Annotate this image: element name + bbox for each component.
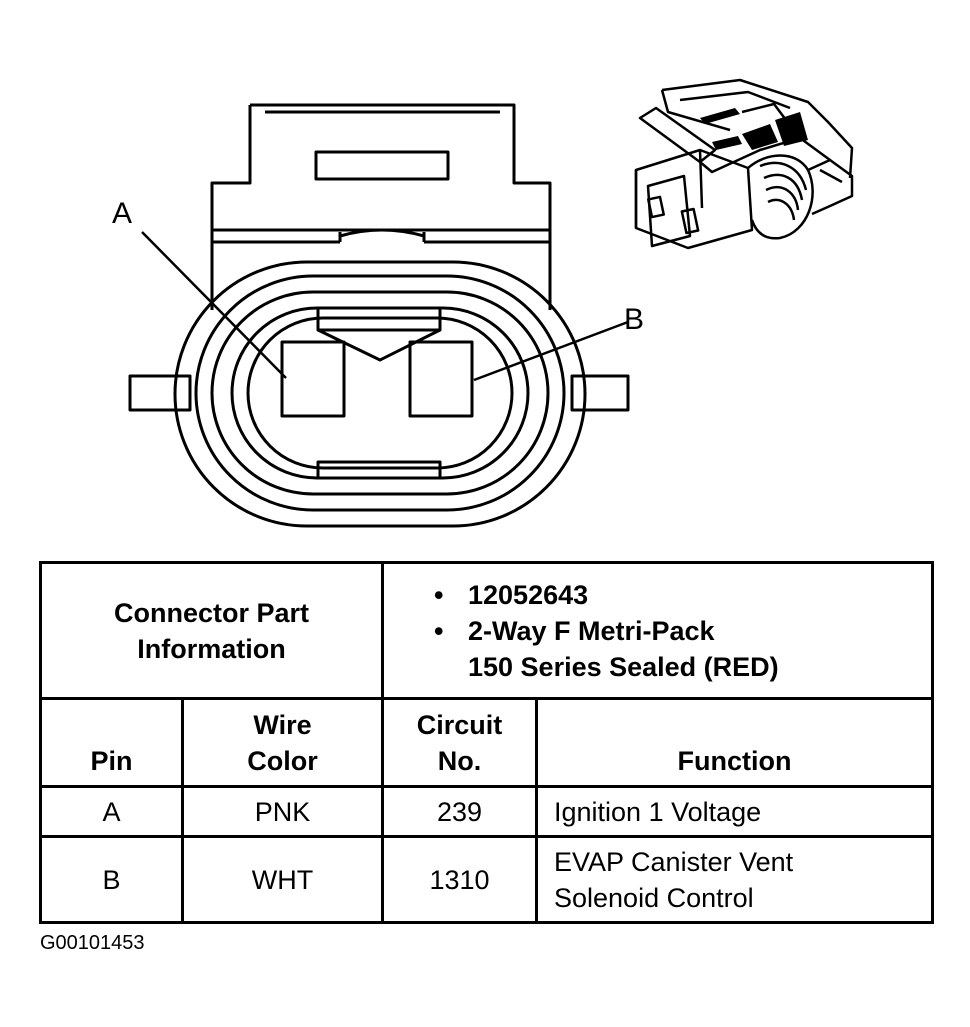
row-a-color: PNK	[181, 785, 384, 838]
header-pin-text: Pin	[90, 746, 133, 776]
connector-part-info-label: Connector Part Information	[39, 561, 384, 700]
info-label-line1: Connector Part	[113, 597, 310, 628]
header-function-text: Function	[677, 746, 792, 776]
connector-type-line2: 150 Series Sealed (RED)	[468, 651, 779, 682]
header-function: Function	[534, 697, 935, 788]
connector-part-details: •12052643 •2-Way F Metri-Pack 150 Series…	[380, 561, 935, 700]
table-row: A PNK 239 Ignition 1 Voltage	[39, 785, 935, 838]
pin-b-callout: B	[624, 303, 645, 336]
row-a-pin: A	[39, 785, 184, 838]
connector-iso-view	[634, 78, 854, 250]
part-number-item: •12052643	[434, 579, 589, 610]
connector-type-line1: 2-Way F Metri-Pack	[468, 615, 715, 646]
row-b-color: WHT	[181, 835, 384, 924]
row-b-function: EVAP Canister Vent Solenoid Control	[534, 835, 935, 924]
connector-type-item-cont: 150 Series Sealed (RED)	[434, 649, 931, 685]
table-row: B WHT 1310 EVAP Canister Vent Solenoid C…	[39, 835, 935, 924]
connector-info-table: Connector Part Information •12052643 •2-…	[39, 561, 935, 924]
row-a-function: Ignition 1 Voltage	[534, 785, 935, 838]
connector-type-item: •2-Way F Metri-Pack	[434, 615, 715, 646]
row-b-function-line1: EVAP Canister Vent	[554, 846, 794, 877]
header-circuit-no: Circuit No.	[381, 697, 538, 788]
header-wire-color: Wire Color	[181, 697, 384, 788]
row-b-function-line2: Solenoid Control	[554, 882, 754, 913]
header-pin: Pin	[39, 697, 184, 788]
connector-diagram: A B	[112, 78, 854, 528]
connector-face-drawing	[128, 78, 854, 528]
header-wire-color-line1: Wire	[253, 710, 312, 740]
header-row: Pin Wire Color Circuit No. Function	[39, 697, 935, 788]
header-circuit-line1: Circuit	[416, 710, 503, 740]
connector-iso-hatching	[700, 108, 808, 150]
row-a-circuit: 239	[381, 785, 538, 838]
pin-a-callout: A	[112, 197, 133, 230]
header-wire-color-line2: Color	[247, 746, 318, 776]
row-b-pin: B	[39, 835, 184, 924]
figure-id: G00101453	[40, 932, 145, 954]
row-b-circuit: 1310	[381, 835, 538, 924]
header-circuit-line2: No.	[437, 746, 482, 776]
part-info-row: Connector Part Information •12052643 •2-…	[39, 561, 935, 700]
part-number: 12052643	[468, 579, 589, 610]
info-label-line2: Information	[137, 633, 286, 664]
